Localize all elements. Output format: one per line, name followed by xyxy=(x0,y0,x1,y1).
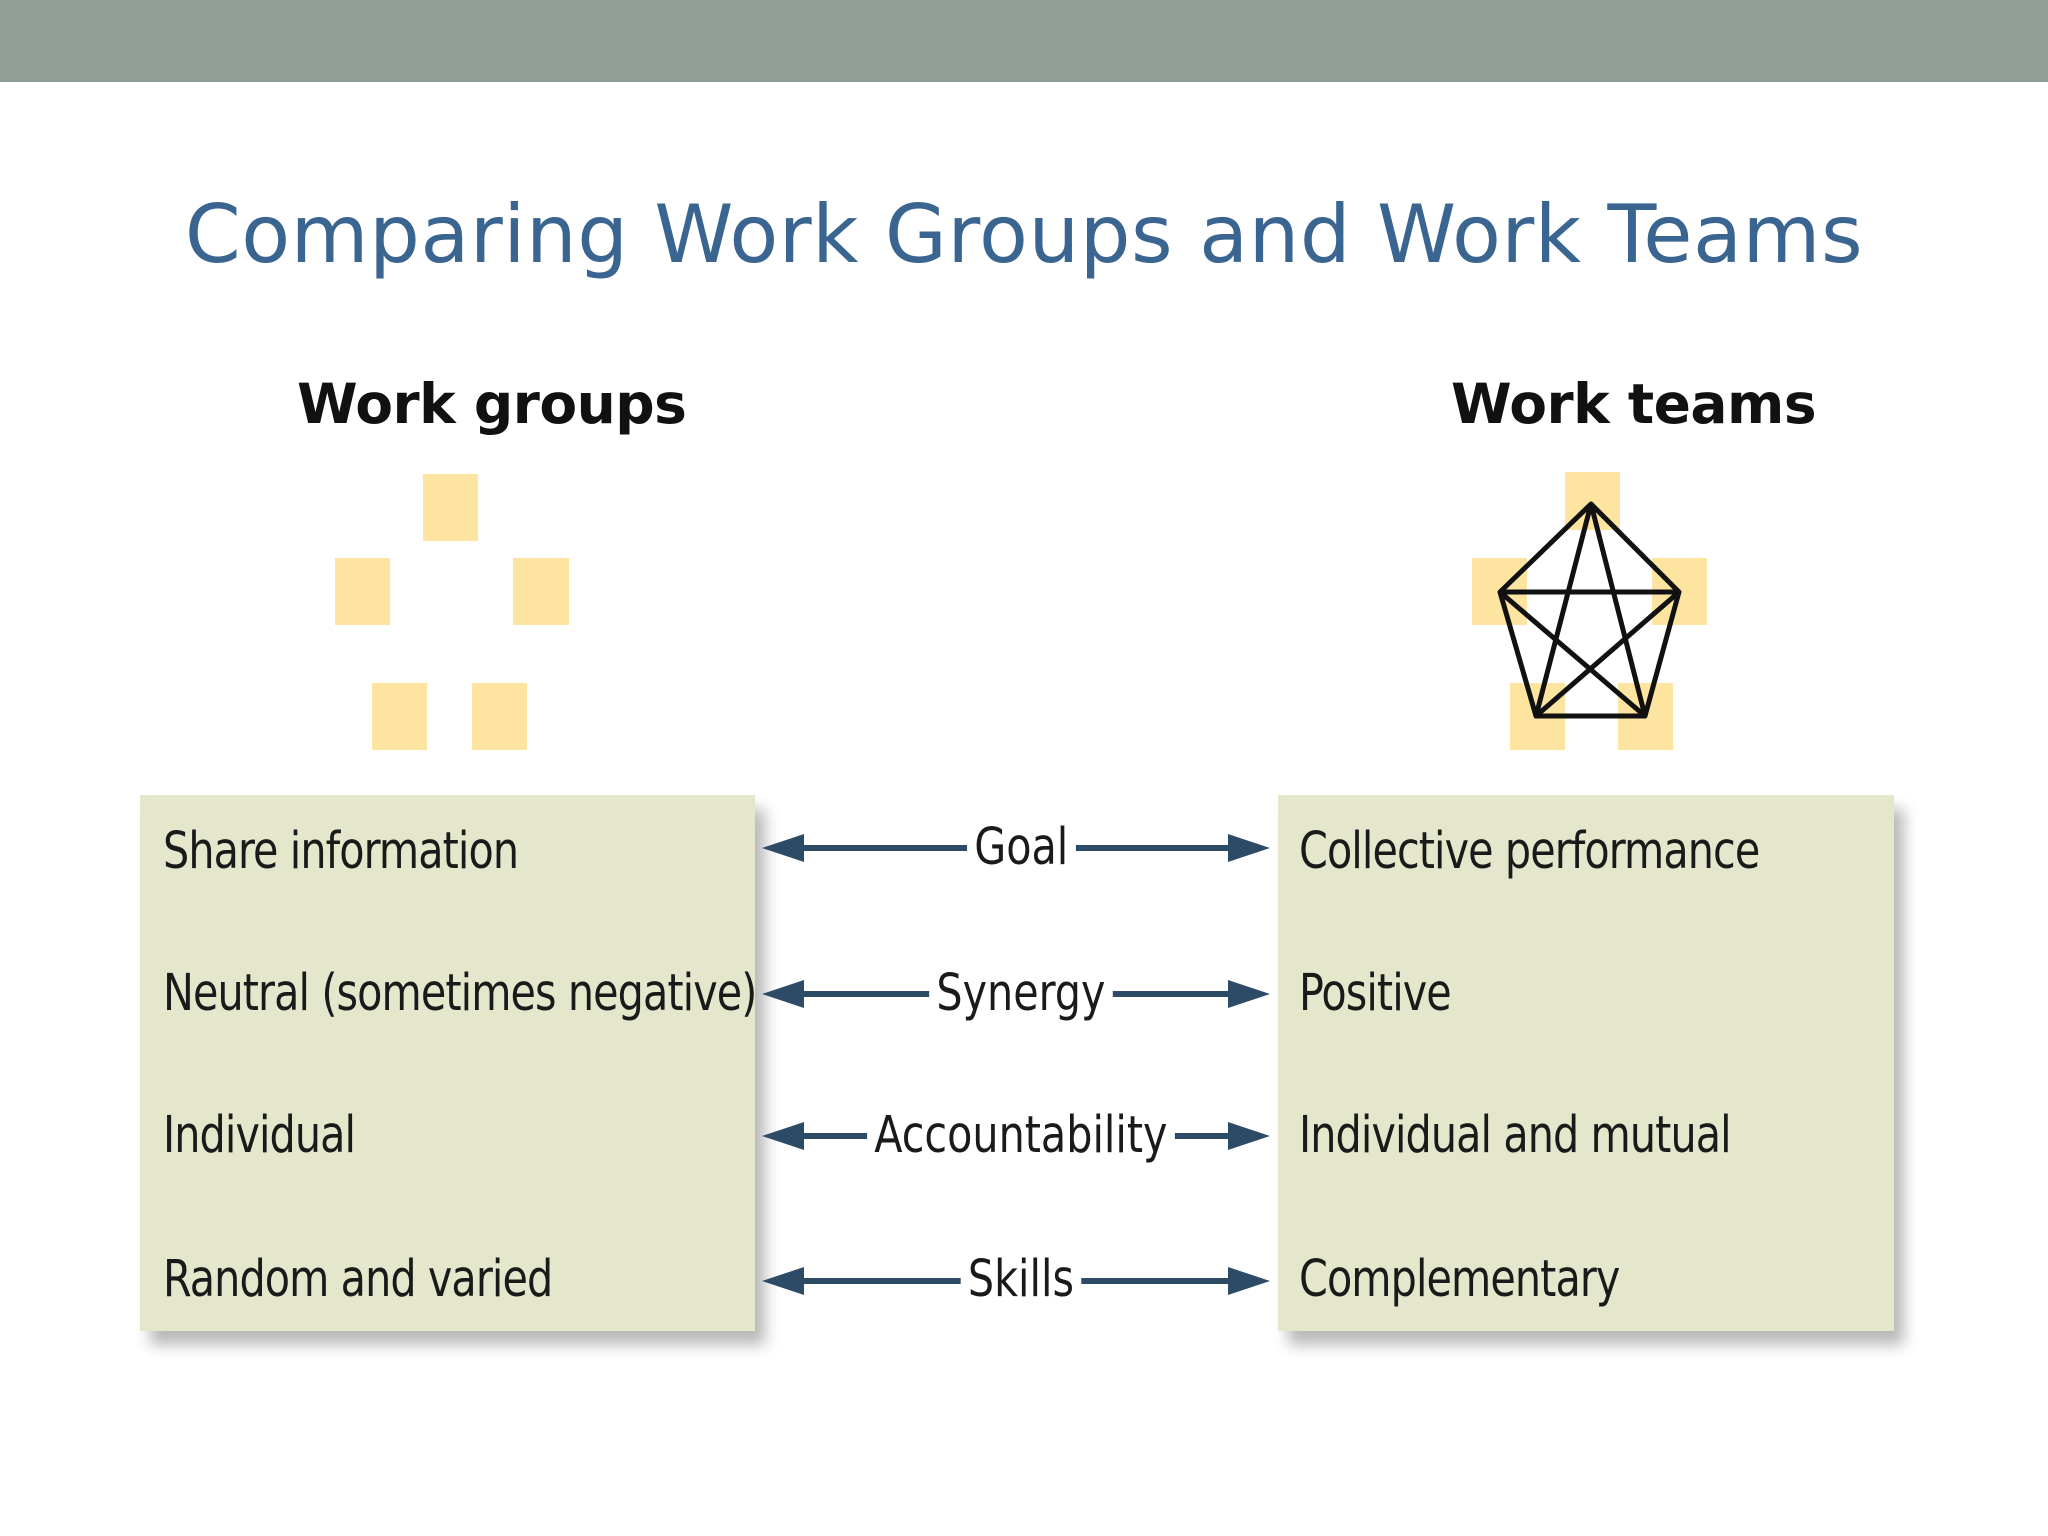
dimension-skills-label: Skills xyxy=(764,1250,1278,1309)
group-member-square xyxy=(423,474,478,541)
work-teams-synergy: Positive xyxy=(1299,964,1452,1023)
dimension-accountability-label: Accountability xyxy=(764,1106,1278,1165)
group-member-square xyxy=(513,558,569,625)
dimension-synergy-text: Synergy xyxy=(929,964,1113,1023)
work-teams-goal: Collective performance xyxy=(1299,822,1760,881)
dimension-accountability-text: Accountability xyxy=(867,1106,1175,1165)
dimension-goal-text: Goal xyxy=(966,818,1076,877)
work-groups-accountability: Individual xyxy=(163,1106,356,1165)
group-member-square xyxy=(335,558,390,625)
top-banner xyxy=(0,0,2048,82)
dimension-synergy-label: Synergy xyxy=(764,964,1278,1023)
work-groups-skills: Random and varied xyxy=(163,1250,553,1309)
group-member-square xyxy=(472,683,527,750)
dimension-goal-label: Goal xyxy=(764,818,1278,877)
work-teams-panel xyxy=(1278,795,1894,1331)
work-teams-heading: Work teams xyxy=(1451,372,1817,436)
team-connections xyxy=(1497,501,1682,719)
slide-title: Comparing Work Groups and Work Teams xyxy=(184,188,1864,281)
work-groups-goal: Share information xyxy=(163,822,519,881)
work-teams-skills: Complementary xyxy=(1299,1250,1620,1309)
work-groups-panel xyxy=(140,795,755,1331)
work-teams-icon xyxy=(1472,472,1707,750)
dimension-skills-text: Skills xyxy=(960,1250,1082,1309)
group-member-square xyxy=(372,683,427,750)
work-groups-synergy: Neutral (sometimes negative) xyxy=(163,964,757,1023)
work-groups-heading: Work groups xyxy=(297,372,687,436)
work-teams-accountability: Individual and mutual xyxy=(1299,1106,1732,1165)
